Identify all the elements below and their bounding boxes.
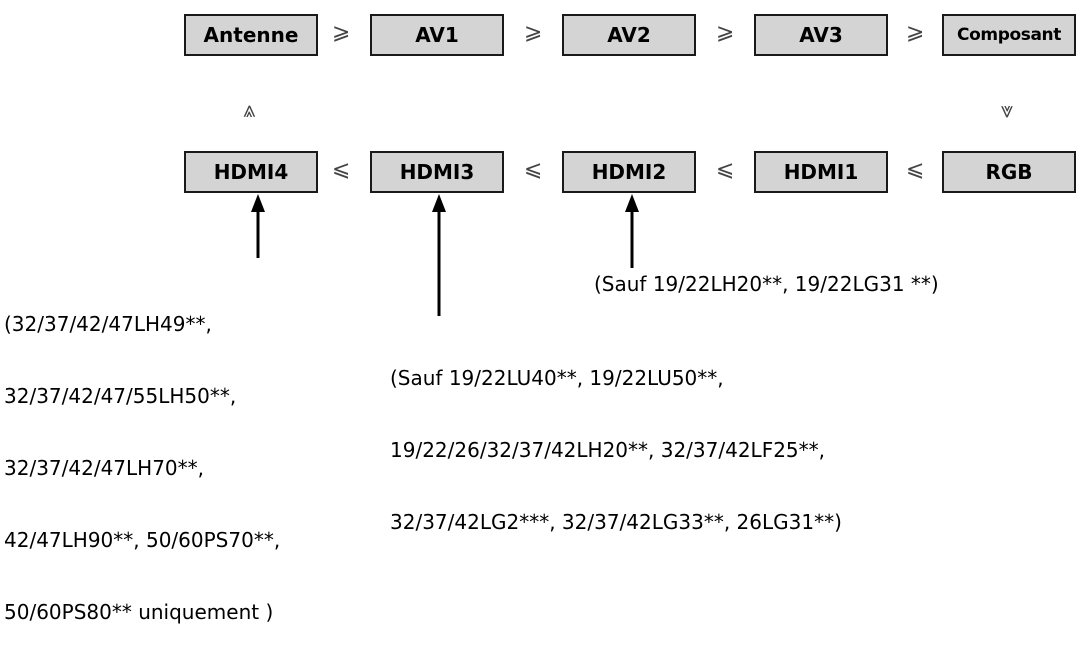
arrow-right-icon: ⩾ (716, 20, 735, 45)
note-line: 32/37/42/47LH70**, (4, 456, 204, 480)
note-line: 32/37/42/47/55LH50**, (4, 384, 237, 408)
hdmi4-note: (32/37/42/47LH49**, 32/37/42/47/55LH50**… (4, 264, 280, 648)
pointer-arrows (251, 194, 639, 316)
arrow-head-icon (625, 194, 639, 212)
source-label: HDMI3 (399, 160, 475, 184)
arrow-down-icon: ⩔ (1001, 98, 1014, 123)
arrow-head-icon (251, 194, 265, 212)
source-hdmi1: HDMI1 (754, 151, 888, 193)
note-line: (Sauf 19/22LU40**, 19/22LU50**, (390, 366, 724, 390)
source-label: AV1 (415, 23, 459, 47)
source-label: HDMI1 (783, 160, 859, 184)
hdmi2-note: (Sauf 19/22LH20**, 19/22LG31 **) (594, 272, 939, 296)
arrow-right-icon: ⩾ (906, 20, 925, 45)
arrow-head-icon (432, 194, 446, 212)
arrow-left-icon: ⩽ (332, 157, 351, 182)
source-rgb: RGB (942, 151, 1076, 193)
arrow-right-icon: ⩾ (332, 20, 351, 45)
arrow-left-icon: ⩽ (716, 157, 735, 182)
source-hdmi4: HDMI4 (184, 151, 318, 193)
source-label: AV2 (607, 23, 651, 47)
source-hdmi3: HDMI3 (370, 151, 504, 193)
source-label: Composant (957, 25, 1061, 45)
arrow-left-icon: ⩽ (524, 157, 543, 182)
note-line: 32/37/42LG2***, 32/37/42LG33**, 26LG31**… (390, 510, 842, 534)
source-label: HDMI4 (213, 160, 289, 184)
arrow-left-icon: ⩽ (906, 157, 925, 182)
arrow-right-icon: ⩾ (524, 20, 543, 45)
note-line: 50/60PS80** uniquement ) (4, 600, 274, 624)
source-av2: AV2 (562, 14, 696, 56)
source-av3: AV3 (754, 14, 888, 56)
source-antenne: Antenne (184, 14, 318, 56)
source-label: RGB (985, 160, 1033, 184)
source-label: HDMI2 (591, 160, 667, 184)
source-hdmi2: HDMI2 (562, 151, 696, 193)
arrow-up-icon: ⩓ (243, 98, 256, 123)
source-composant: Composant (942, 14, 1076, 56)
source-label: AV3 (799, 23, 843, 47)
source-av1: AV1 (370, 14, 504, 56)
note-line: 19/22/26/32/37/42LH20**, 32/37/42LF25**, (390, 438, 826, 462)
note-line: 42/47LH90**, 50/60PS70**, (4, 528, 281, 552)
note-line: (32/37/42/47LH49**, (4, 312, 212, 336)
source-label: Antenne (203, 23, 299, 47)
hdmi3-note: (Sauf 19/22LU40**, 19/22LU50**, 19/22/26… (390, 318, 842, 558)
